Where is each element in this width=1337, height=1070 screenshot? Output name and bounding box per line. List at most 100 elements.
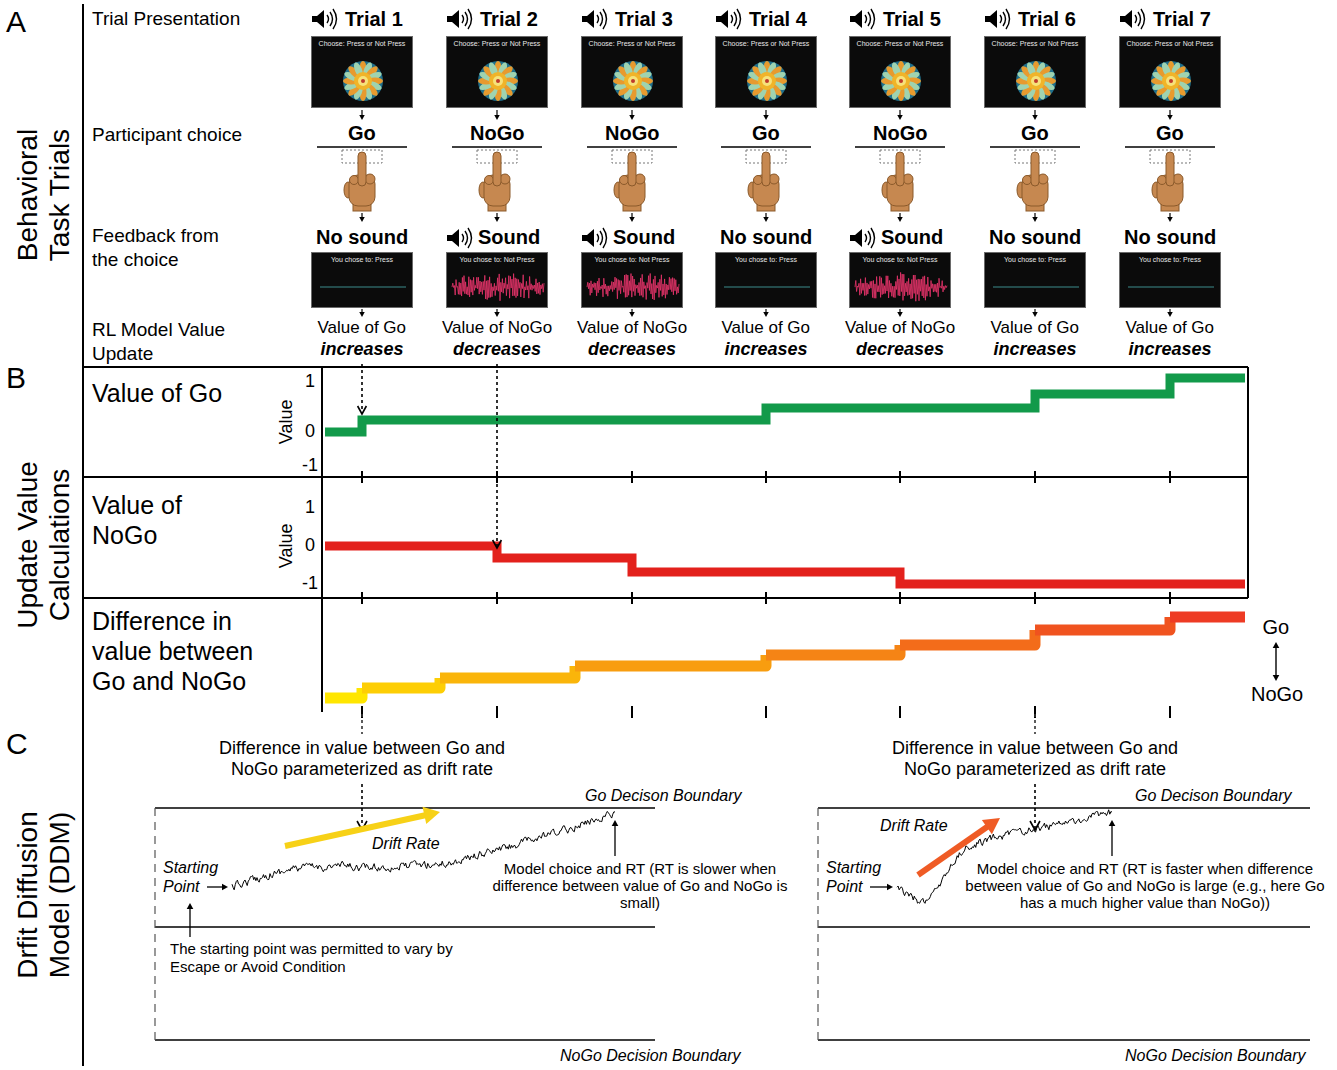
midline (818, 926, 1310, 928)
arrow-head (629, 217, 635, 222)
mandala-ring (613, 61, 653, 101)
arrow-head (494, 115, 500, 120)
arrow-head (222, 884, 228, 891)
difference-line (362, 678, 440, 688)
sound-wave (603, 9, 607, 29)
choice-underline (587, 146, 677, 148)
arrow-shaft (361, 784, 363, 830)
axis-tick-mark (361, 592, 363, 604)
value-label: Value of NoGo (577, 318, 687, 338)
arrow-head (897, 312, 903, 317)
speaker-body (312, 10, 324, 28)
flow-arrow (359, 110, 365, 120)
sound-wave (734, 12, 737, 26)
axis-tick-mark (361, 471, 363, 483)
arrow-head (612, 820, 619, 826)
panel-border (1247, 367, 1249, 598)
feedback-label: Sound (478, 225, 540, 249)
sound-wave (868, 12, 871, 26)
screen-text: Choose: Press or Not Press (447, 37, 547, 48)
speaker-icon (312, 9, 337, 29)
mandala-core (892, 72, 910, 90)
feedback-screen: You chose to: Press (715, 252, 817, 308)
speaker-body (985, 10, 997, 28)
sound-wave (462, 15, 464, 23)
mandala-core (758, 72, 776, 90)
trial-screen: Choose: Press or Not Press (311, 36, 413, 108)
hand-knuckle (1158, 176, 1167, 185)
silent-line (724, 287, 810, 288)
choice-label: Go (1156, 121, 1184, 145)
flow-arrow (629, 110, 635, 120)
axis-tick-label: -1 (302, 573, 318, 595)
speaker-icon (850, 228, 875, 248)
sound-wave (1141, 9, 1145, 29)
section-title: Update Value Calculations (12, 445, 76, 645)
arrow-head (763, 217, 769, 222)
arrow-shaft (870, 886, 888, 887)
screen-text: Choose: Press or Not Press (1120, 37, 1220, 48)
trial-screen: Choose: Press or Not Press (849, 36, 951, 108)
hand-finger (1166, 152, 1174, 186)
go-boundary-line (818, 807, 1310, 809)
screen-text: You chose to: Not Press (850, 253, 950, 264)
go-value-line (325, 378, 1245, 432)
axis-tick-mark (631, 706, 633, 718)
speaker-icon (985, 9, 1010, 29)
trial-label: Trial 1 (345, 7, 403, 31)
mandala-core (899, 79, 903, 83)
arrow-head (629, 312, 635, 317)
arrow-head (1273, 642, 1280, 648)
mandala-core (1166, 76, 1176, 86)
start-label: Starting Point (163, 858, 233, 896)
sound-wave (462, 234, 464, 242)
sound-wave (600, 12, 603, 26)
speaker-body (447, 10, 459, 28)
choice-label: NoGo (605, 121, 659, 145)
speaker-icon (582, 9, 607, 29)
choice-underline (1125, 146, 1215, 148)
choice-label: NoGo (470, 121, 524, 145)
flow-arrow (629, 309, 635, 317)
panel-letter: A (6, 4, 26, 40)
speaker-body (850, 10, 862, 28)
sound-wave (1135, 15, 1137, 23)
dotted-arrow (1034, 714, 1036, 734)
flow-arrow (494, 309, 500, 317)
pointer-arrow (207, 884, 228, 891)
axis-tick-label: 0 (305, 421, 315, 443)
mandala-core (628, 76, 638, 86)
sound-wave (1138, 12, 1141, 26)
mandala-core (765, 79, 769, 83)
difference-line (766, 645, 900, 655)
screen-text: You chose to: Press (312, 253, 412, 264)
feedback-label: No sound (989, 225, 1081, 249)
plot-edge (154, 808, 155, 1040)
axis-tick-mark (1169, 471, 1171, 483)
annotation: Difference in value between Go and NoGo … (875, 738, 1195, 780)
axis-tick-mark (899, 592, 901, 604)
trial-label: Trial 7 (1153, 7, 1211, 31)
silent-line (993, 287, 1079, 288)
difference-line (440, 666, 575, 678)
direction-label: NoGo (1251, 682, 1303, 706)
boundary-label: NoGo Decision Boundary (560, 1046, 741, 1065)
difference-line (325, 688, 362, 698)
hand-finger (628, 152, 636, 186)
hand-icon (1015, 150, 1055, 211)
arrow-head (763, 115, 769, 120)
annotation: Model choice and RT (RT is faster when d… (958, 860, 1333, 911)
arrow-head (359, 312, 365, 317)
mandala-core (354, 72, 372, 90)
screen-text: You chose to: Press (716, 253, 816, 264)
mandala-ring (478, 61, 518, 101)
value-label: Value of Go (318, 318, 407, 338)
axis-tick-mark (765, 706, 767, 718)
value-label: Value of NoGo (442, 318, 552, 338)
feedback-screen: You chose to: Not Press (849, 252, 951, 308)
mandala-core (493, 76, 503, 86)
screen-picture (312, 37, 413, 108)
sound-wave (737, 9, 741, 29)
axis-tick-mark (631, 592, 633, 604)
difference-line (1170, 612, 1245, 623)
